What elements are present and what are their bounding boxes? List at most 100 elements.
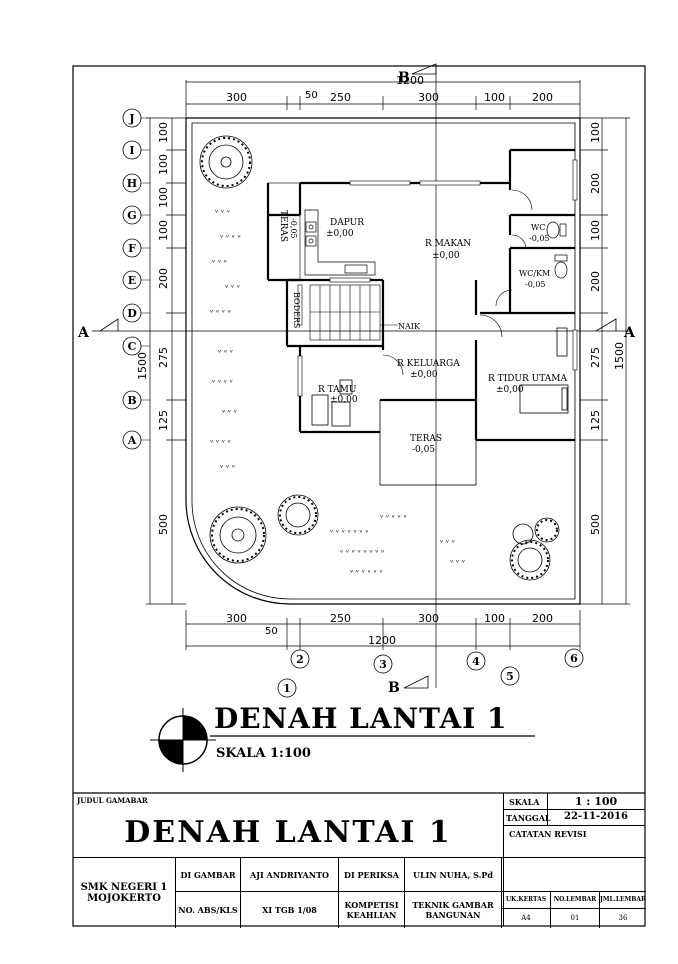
skala-section: SKALA 1 : 100 TANGGAL 22-11-2016 CATATAN…	[503, 793, 645, 857]
grid-row-i: I	[129, 144, 134, 157]
svg-text:ᵛ ᵛ ᵛ: ᵛ ᵛ ᵛ	[220, 463, 235, 472]
naik-label: NAIK	[398, 322, 421, 331]
wc-name: WC	[531, 223, 545, 232]
catatan-revisi: CATATAN REVISI	[509, 829, 587, 839]
kitchen-level: ±0,00	[326, 229, 354, 239]
left-dim-labels: 100 100 100 100 200 275 125 500 1500	[136, 122, 170, 535]
right-dimensions	[580, 117, 630, 605]
svg-text:ᵛ ᵛ ᵛ ᵛ ᵛ ᵛ ᵛ: ᵛ ᵛ ᵛ ᵛ ᵛ ᵛ ᵛ	[330, 528, 369, 537]
left-dim-5: 200	[157, 268, 170, 289]
family-room-name: R KELUARGA	[397, 359, 460, 369]
building-walls	[266, 148, 575, 442]
right-dim-3: 100	[589, 220, 602, 241]
svg-text:ᵛ ᵛ ᵛ: ᵛ ᵛ ᵛ	[222, 408, 237, 417]
bottom-dimensions	[185, 610, 581, 650]
judul-value: DENAH LANTAI 1	[124, 815, 452, 850]
school-cell: SMK NEGERI 1 MOJOKERTO	[73, 857, 176, 928]
svg-text:ᵛ ᵛ ᵛ ᵛ: ᵛ ᵛ ᵛ ᵛ	[220, 233, 241, 242]
wc-km-level: -0,05	[525, 280, 546, 289]
school-name-line2: MOJOKERTO	[87, 892, 161, 904]
right-dim-1: 100	[589, 122, 602, 143]
top-dim-1: 300	[226, 91, 247, 104]
digambar-label: DI GAMBAR	[175, 857, 241, 892]
jml-lembar-cell: JML.LEMBAR 36	[599, 891, 646, 928]
grid-row-e: E	[128, 274, 136, 287]
top-total-dimension: 1200	[396, 74, 424, 87]
bottom-dim-6: 200	[532, 612, 553, 625]
bed	[519, 327, 569, 414]
site-boundary	[185, 117, 581, 605]
top-dim-3: 250	[330, 91, 351, 104]
left-dim-4: 100	[157, 220, 170, 241]
section-a-right-label: A	[623, 325, 636, 341]
top-dim-4: 300	[418, 91, 439, 104]
bedroom-level: ±0,00	[496, 385, 524, 395]
kompetensi-cell: KOMPETISI KEAHLIAN	[338, 891, 405, 928]
wc-km-name: WC/KM	[519, 269, 550, 278]
north-symbol	[150, 708, 216, 772]
dining-level: ±0,00	[432, 251, 460, 261]
left-dim-2: 100	[157, 154, 170, 175]
kitchen-counter	[304, 209, 376, 276]
kompetensi-line1: KOMPETISI	[344, 899, 399, 910]
left-dimensions	[146, 117, 186, 605]
grid-col-5: 5	[506, 670, 514, 683]
left-dim-8: 500	[157, 514, 170, 535]
jml-lembar-label: JML.LEMBAR	[600, 892, 646, 910]
bottom-dim-4: 300	[418, 612, 439, 625]
bottom-dim-3: 250	[330, 612, 351, 625]
grass-hatching: ᵛ ᵛ ᵛ ᵛ ᵛ ᵛ ᵛ ᵛ ᵛ ᵛ ᵛ ᵛ ᵛ ᵛ ᵛ ᵛ ᵛ ᵛ ᵛ ᵛ ᵛ ᵛ…	[210, 208, 465, 577]
judul-label: JUDUL GAMABAR	[77, 796, 148, 805]
bottom-dim-1: 300	[226, 612, 247, 625]
left-dim-6: 275	[157, 347, 170, 368]
left-dim-total: 1500	[136, 352, 149, 380]
front-terrace	[379, 399, 477, 486]
side-terrace	[267, 182, 301, 281]
no-lembar-value: 01	[570, 914, 580, 923]
svg-text:ᵛ ᵛ ᵛ: ᵛ ᵛ ᵛ	[450, 558, 465, 567]
right-dim-4: 200	[589, 271, 602, 292]
svg-text:ᵛ ᵛ ᵛ ᵛ ᵛ: ᵛ ᵛ ᵛ ᵛ ᵛ	[380, 513, 407, 522]
svg-text:ᵛ ᵛ ᵛ ᵛ: ᵛ ᵛ ᵛ ᵛ	[210, 438, 231, 447]
boders-label: BODERS	[292, 292, 301, 328]
tanggal-value: 22-11-2016	[564, 811, 628, 822]
title-block-table: SMK NEGERI 1 MOJOKERTO DI GAMBAR AJI AND…	[73, 857, 646, 928]
svg-text:ᵛ ᵛ ᵛ ᵛ: ᵛ ᵛ ᵛ ᵛ	[210, 308, 231, 317]
grid-row-g: G	[127, 209, 136, 222]
section-b-bottom-label: B	[388, 680, 400, 696]
section-b-top-label: B	[398, 70, 410, 86]
title-block: JUDUL GAMABAR DENAH LANTAI 1 SKALA 1 : 1…	[73, 793, 646, 928]
right-dim-7: 500	[589, 514, 602, 535]
front-terrace-level: -0,05	[412, 445, 435, 455]
digambar-value: AJI ANDRIYANTO	[240, 857, 339, 892]
plan-scale: SKALA 1:100	[216, 746, 311, 761]
kitchen-name: DAPUR	[330, 218, 364, 228]
top-dim-5: 100	[484, 91, 505, 104]
grid-col-4: 4	[472, 655, 480, 668]
dining-name: R MAKAN	[425, 239, 471, 249]
grid-row-j: J	[128, 112, 134, 125]
svg-text:ᵛ ᵛ ᵛ: ᵛ ᵛ ᵛ	[225, 283, 240, 292]
grid-col-6: 6	[570, 652, 578, 665]
right-dim-total: 1500	[613, 342, 626, 370]
diperiksa-label: DI PERIKSA	[338, 857, 405, 892]
left-dim-3: 100	[157, 187, 170, 208]
bottom-total-dimension: 1200	[368, 634, 396, 647]
grid-row-c: C	[128, 340, 137, 353]
right-dim-labels: 100 200 100 200 275 125 500 1500	[589, 122, 626, 535]
no-abs-label: NO. ABS/KLS	[175, 891, 241, 928]
judul-section: JUDUL GAMABAR DENAH LANTAI 1	[73, 793, 504, 858]
grid-row-b: B	[127, 394, 136, 407]
wc-level: -0,05	[529, 234, 550, 243]
front-terrace-name: TERAS	[410, 434, 442, 444]
grid-col-1: 1	[283, 682, 291, 695]
svg-text:ᵛ ᵛ ᵛ: ᵛ ᵛ ᵛ	[215, 208, 230, 217]
toilet-fixtures	[546, 221, 568, 279]
top-dimensions	[185, 80, 581, 118]
kompetensi-line2: KEAHLIAN	[346, 909, 397, 920]
uk-kertas-cell: UK.KERTAS A4	[501, 891, 551, 928]
plan-title: DENAH LANTAI 1	[214, 702, 508, 735]
grid-col-3: 3	[379, 658, 387, 671]
bottom-dim-5: 100	[484, 612, 505, 625]
